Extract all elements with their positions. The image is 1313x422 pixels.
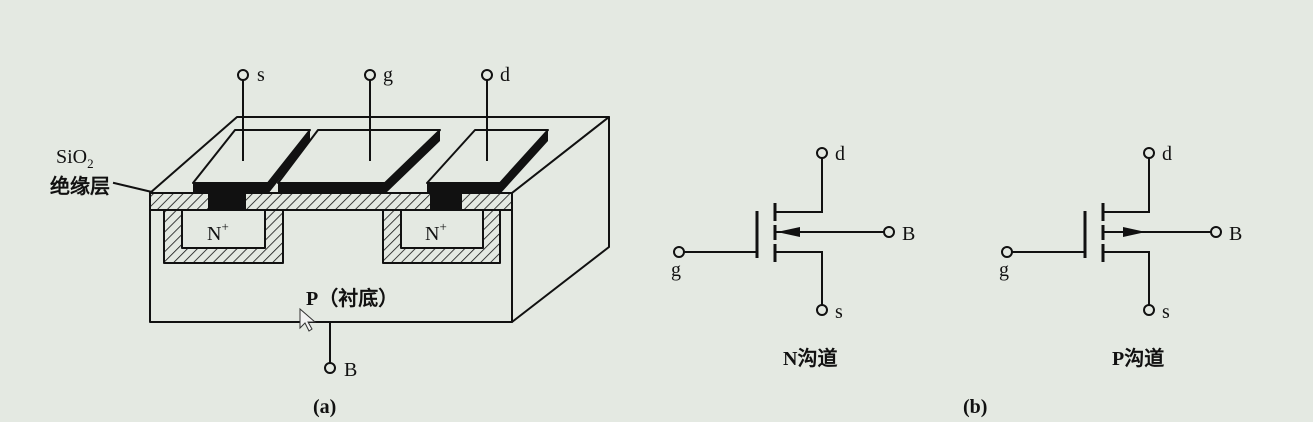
p-drain-wire [1102,157,1150,213]
oxide-formula-base: SiO [56,146,87,168]
n-drain-terminal [816,147,828,159]
p-body-arrow [1123,227,1146,237]
gate-terminal [364,69,376,81]
oxide-formula-label: SiO2 [56,146,94,171]
source-terminal-label: s [257,64,265,86]
n-plus-right-sup: + [439,219,446,234]
p-body-terminal [1210,226,1222,238]
p-body-label: B [1229,223,1242,245]
n-source-label: s [835,301,843,323]
drain-electrode-side [500,130,548,194]
p-gate-label: g [999,259,1009,281]
n-plus-left-label: N+ [207,219,229,245]
p-gate-terminal [1001,246,1013,258]
n-plus-right-label: N+ [425,219,447,245]
n-source-wire [774,251,823,306]
n-drain-label: d [835,143,845,165]
source-electrode [192,129,311,210]
drain-terminal [481,69,493,81]
source-electrode-front [193,183,268,194]
n-plus-right-base: N [425,223,439,245]
mosfet-cross-section: N+ N+ s g [50,64,610,418]
caption-a: (a) [313,396,336,418]
n-channel-caption: N沟道 [783,346,837,370]
p-source-terminal [1143,304,1155,316]
substrate-label: P（衬底） [306,286,398,310]
n-body-label: B [902,223,915,245]
gate-terminal-label: g [383,64,393,86]
p-channel-caption: P沟道 [1112,346,1164,370]
body-terminal-label: B [344,359,357,381]
oxide-name-label: 绝缘层 [50,174,110,198]
source-electrode-side [268,130,310,194]
n-body-arrow [777,227,800,237]
n-source-terminal [816,304,828,316]
p-drain-label: d [1162,143,1172,165]
p-channel-symbol: g d B s P沟道 [999,143,1242,370]
gate-electrode-front [278,183,385,194]
gate-electrode [277,129,441,194]
caption-b: (b) [963,396,987,418]
n-gate-terminal [673,246,685,258]
mouse-cursor-icon [299,307,317,332]
n-plus-well-right [382,209,501,264]
n-gate-label: g [671,259,681,281]
source-terminal [237,69,249,81]
p-drain-terminal [1143,147,1155,159]
oxide-formula-sub: 2 [87,156,94,171]
gate-electrode-side [385,130,440,194]
body-terminal [324,362,336,374]
n-plus-left-base: N [207,223,221,245]
n-channel-symbol: g d B s N沟道 [671,143,915,370]
n-plus-well-left [163,209,284,264]
n-drain-wire [774,157,823,213]
p-source-wire [1102,251,1150,306]
p-source-label: s [1162,301,1170,323]
n-body-terminal [883,226,895,238]
n-plus-left-sup: + [221,219,228,234]
drain-contact [430,194,462,210]
source-contact [208,194,246,210]
oxide-leader-line [112,181,154,194]
drain-terminal-label: d [500,64,510,86]
drain-electrode-front [427,183,500,194]
